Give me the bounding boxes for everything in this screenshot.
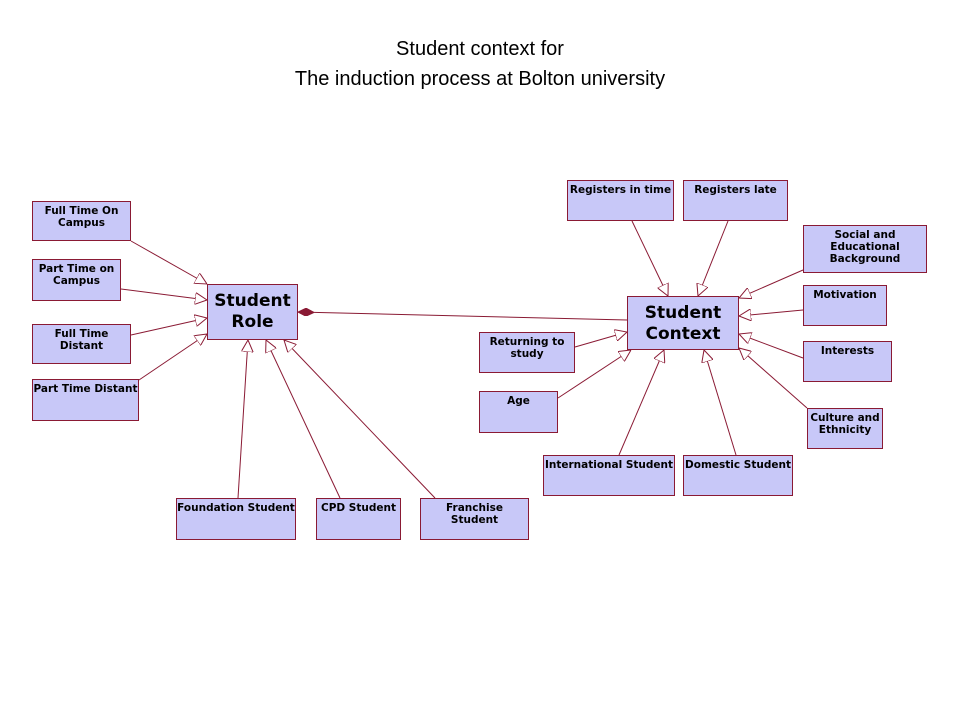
registers-late-box[interactable]: Registers late [683, 180, 788, 221]
student-role-box[interactable]: Student Role [207, 284, 298, 340]
generalization-interests [739, 334, 804, 359]
generalization-registers-in-time [631, 220, 668, 296]
generalization-culture-ethnicity [739, 348, 808, 409]
returning-to-study-box[interactable]: Returning to study [479, 332, 575, 373]
student-context-box[interactable]: Student Context [627, 296, 739, 350]
generalization-full-time-distant [130, 318, 207, 336]
composition-connector [298, 312, 628, 321]
domestic-student-box[interactable]: Domestic Student [683, 455, 793, 496]
generalization-full-time-on-campus [130, 240, 207, 284]
generalization-part-time-on-campus [120, 288, 207, 300]
generalization-returning-to-study [574, 332, 627, 348]
full-time-on-campus-box[interactable]: Full Time On Campus [32, 201, 131, 241]
generalization-social-background [739, 269, 804, 298]
generalization-franchise-student [284, 340, 436, 499]
international-student-box[interactable]: International Student [543, 455, 675, 496]
franchise-student-box[interactable]: Franchise Student [420, 498, 529, 540]
generalization-foundation-student [237, 340, 248, 499]
motivation-box[interactable]: Motivation [803, 285, 887, 326]
generalization-registers-late [698, 220, 729, 296]
generalization-motivation [739, 310, 804, 316]
registers-in-time-box[interactable]: Registers in time [567, 180, 674, 221]
generalization-age [557, 350, 631, 399]
diagram-title-line-2: The induction process at Bolton universi… [294, 68, 666, 90]
full-time-distant-box[interactable]: Full Time Distant [32, 324, 131, 364]
foundation-student-box[interactable]: Foundation Student [176, 498, 296, 540]
generalization-part-time-distant [138, 334, 207, 381]
social-educational-background-box[interactable]: Social and Educational Background [803, 225, 927, 273]
part-time-distant-box[interactable]: Part Time Distant [32, 379, 139, 421]
part-time-on-campus-box[interactable]: Part Time on Campus [32, 259, 121, 301]
culture-ethnicity-box[interactable]: Culture and Ethnicity [807, 408, 883, 449]
generalization-international-student [618, 350, 664, 456]
interests-box[interactable]: Interests [803, 341, 892, 382]
generalization-cpd-student [266, 340, 341, 499]
generalization-domestic-student [704, 350, 737, 456]
age-box[interactable]: Age [479, 391, 558, 433]
diagram-title-line-1: Student context for [396, 38, 564, 60]
cpd-student-box[interactable]: CPD Student [316, 498, 401, 540]
